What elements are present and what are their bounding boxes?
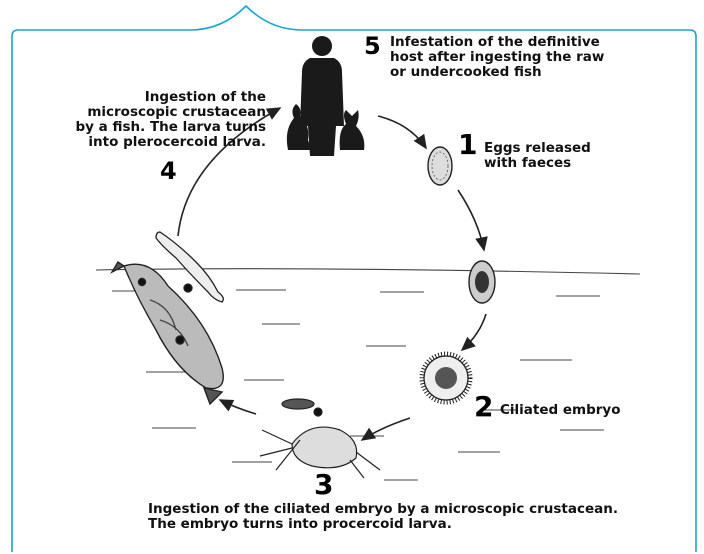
egg-2 xyxy=(469,261,495,303)
arrow-host-to-egg xyxy=(378,116,426,148)
step-4-number: 4 xyxy=(160,157,177,185)
human-head xyxy=(312,36,332,56)
step-3-text: Ingestion of the ciliated embryo by a mi… xyxy=(148,502,648,532)
step-4-text: Ingestion of the microscopic crustacean … xyxy=(54,90,266,150)
egg-1 xyxy=(428,147,452,185)
step-1-number: 1 xyxy=(458,128,477,161)
step-2-number: 2 xyxy=(474,390,493,423)
step-5-number: 5 xyxy=(364,32,381,60)
arrow-egg-to-embryo xyxy=(462,314,486,350)
step-2-text: Ciliated embryo xyxy=(500,403,660,418)
step-3-number: 3 xyxy=(314,468,333,501)
ciliated-embryo xyxy=(422,354,470,402)
arrow-egg-to-egg xyxy=(458,190,484,250)
arrow-crustacean-to-fish xyxy=(220,400,256,414)
definitive-host-figures xyxy=(287,36,364,156)
step-1-text: Eggs released with faeces xyxy=(484,141,624,171)
arrow-embryo-to-crustacean xyxy=(362,418,410,440)
step-5-text: Infestation of the definitive host after… xyxy=(390,35,630,80)
crustacean xyxy=(260,399,380,478)
